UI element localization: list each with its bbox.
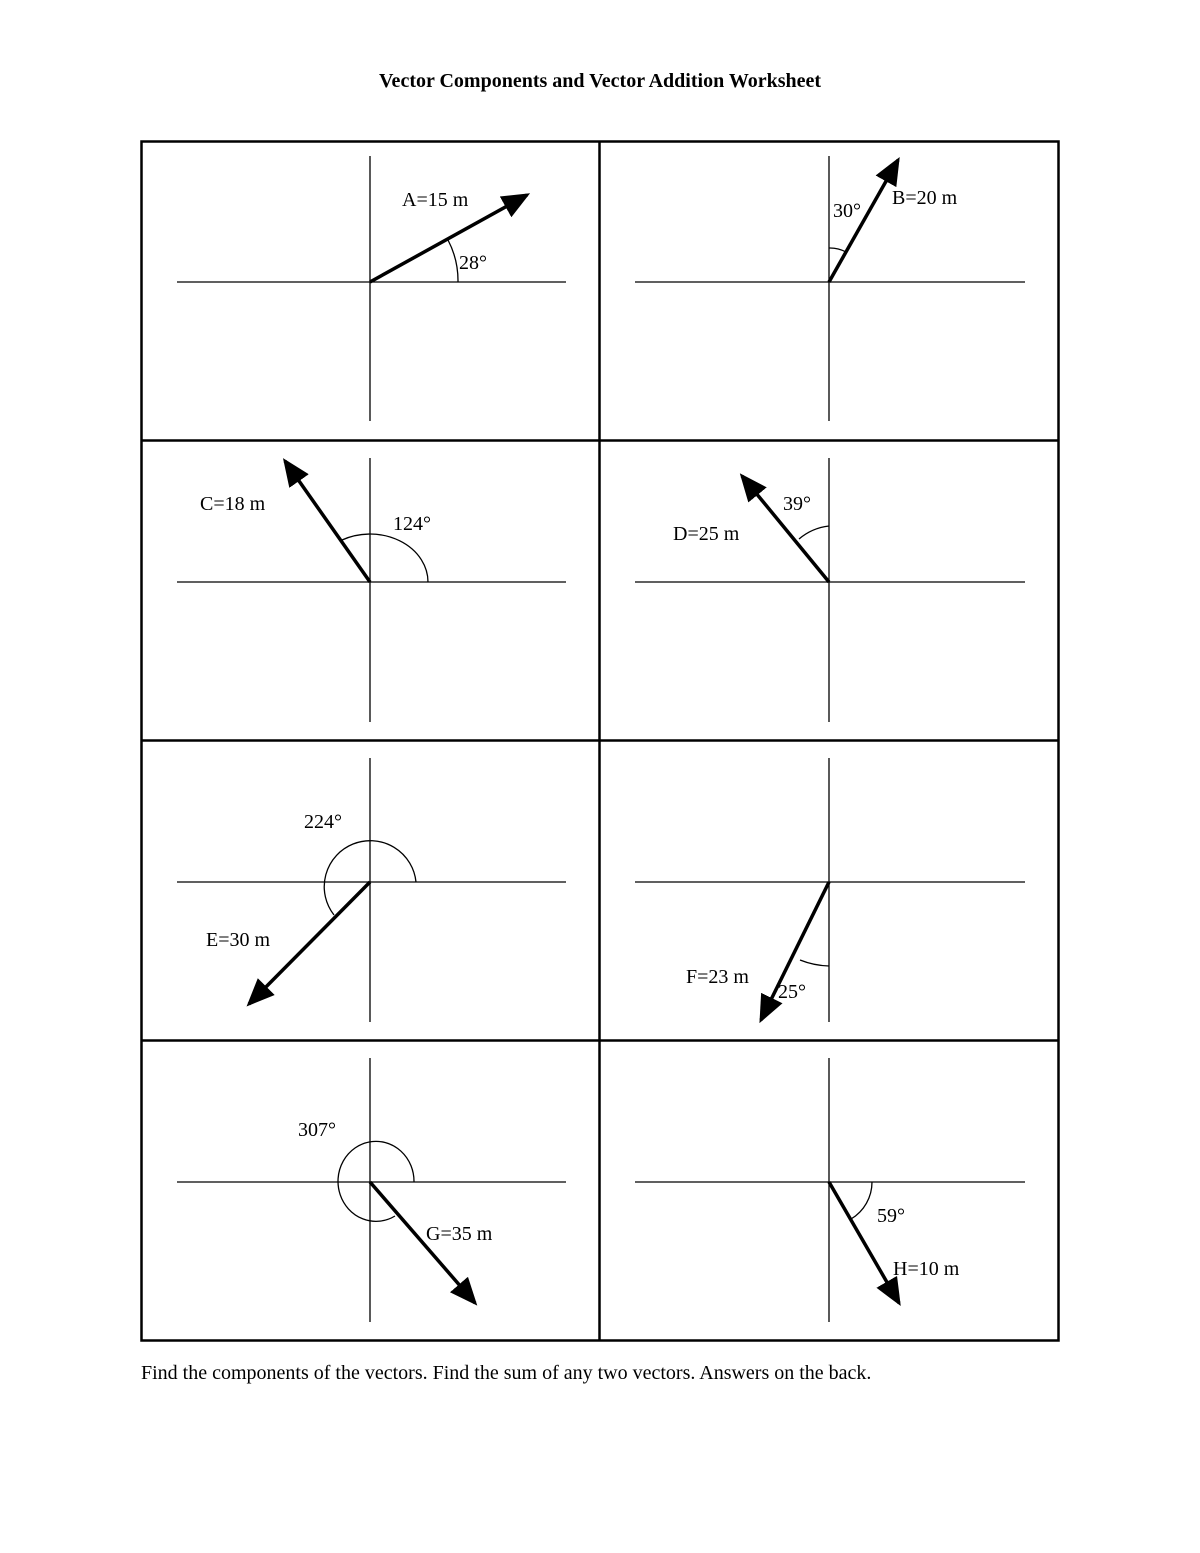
panel-vector-c: C=18 m 124° [177,458,566,722]
vector-a-arrow [369,193,531,284]
axes [177,156,566,421]
vector-d-label: D=25 m [673,523,740,545]
axes [177,1058,566,1322]
vector-d-arrow [739,473,831,584]
vector-d-angle: 39° [783,493,811,515]
vector-diagram-grid: A=15 m 28° 30° B=20 m C=18 m 124° 39° D=… [140,140,1060,1342]
vector-diagrams: A=15 m 28° 30° B=20 m C=18 m 124° 39° D=… [140,140,1060,1342]
instructions-text: Find the components of the vectors. Find… [141,1362,872,1384]
vector-b-angle: 30° [833,200,861,222]
axes [635,458,1025,722]
vector-f-angle: 25° [778,981,806,1003]
vector-e-angle: 224° [304,811,342,833]
angle-arc-a [447,239,459,283]
panel-vector-a: A=15 m 28° [177,156,566,421]
angle-arc-e [323,840,417,916]
panel-borders [140,140,1060,1342]
panel-vector-g: 307° G=35 m [177,1058,566,1322]
axes [635,1058,1025,1322]
vector-h-label: H=10 m [893,1258,960,1280]
axes [177,758,566,1022]
vector-h-arrow [827,1181,901,1307]
axes [635,758,1025,1022]
angle-arc-b [828,247,847,253]
vector-e-label: E=30 m [206,929,270,951]
angle-arc-f [799,959,830,967]
panel-vector-h: 59° H=10 m [635,1058,1025,1322]
panel-vector-e: 224° E=30 m [177,758,566,1022]
worksheet-title: Vector Components and Vector Addition Wo… [378,70,822,92]
panel-vector-d: 39° D=25 m [635,458,1025,722]
vector-f-label: F=23 m [686,966,749,988]
vector-b-arrow [827,156,900,283]
panel-vector-f: F=23 m 25° [635,758,1025,1024]
axes [177,458,566,722]
angle-arc-d [798,525,830,540]
vector-b-label: B=20 m [892,187,958,209]
vector-g-angle: 307° [298,1119,336,1141]
vector-f-arrow [759,881,831,1024]
panel-vector-b: 30° B=20 m [635,156,1025,421]
vector-c-angle: 124° [393,513,431,535]
angle-arc-g [337,1140,415,1223]
vector-c-arrow [282,458,372,584]
axes [635,156,1025,421]
vector-g-arrow [368,1180,478,1306]
vector-g-label: G=35 m [426,1223,493,1245]
angle-arc-c [341,533,429,583]
vector-h-angle: 59° [877,1205,905,1227]
vector-c-label: C=18 m [200,493,266,515]
vector-a-label: A=15 m [402,189,469,211]
vector-a-angle: 28° [459,252,487,274]
angle-arc-h [850,1181,873,1220]
vector-e-arrow [246,880,372,1007]
